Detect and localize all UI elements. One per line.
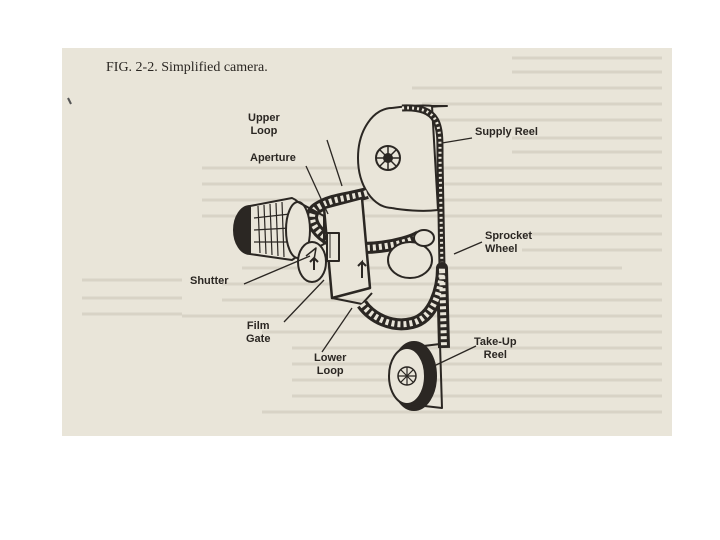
figure-title: Simplified camera. bbox=[161, 60, 268, 75]
figure-number: FIG. 2-2. bbox=[106, 60, 158, 75]
label-sprocket-wheel-line2: Wheel bbox=[485, 243, 518, 255]
label-sprocket-wheel-line1: Sprocket bbox=[485, 230, 533, 242]
bleed-through-text bbox=[82, 56, 662, 414]
label-film-gate-line1: Film bbox=[246, 320, 270, 332]
label-aperture: Aperture bbox=[250, 152, 296, 164]
label-take-up-reel: Take-Up Reel bbox=[474, 336, 517, 362]
label-take-up-reel-line2: Reel bbox=[483, 349, 507, 361]
label-upper-loop: Upper Loop bbox=[248, 112, 280, 138]
label-lower-loop-line2: Loop bbox=[316, 365, 344, 377]
figure-caption: FIG. 2-2. Simplified camera. bbox=[106, 60, 268, 76]
label-sprocket-wheel: Sprocket Wheel bbox=[485, 230, 532, 256]
shutter bbox=[297, 241, 327, 283]
label-upper-loop-line2: Loop bbox=[250, 125, 278, 137]
label-shutter: Shutter bbox=[190, 275, 229, 287]
label-lower-loop-line1: Lower bbox=[314, 352, 347, 364]
label-take-up-reel-line1: Take-Up bbox=[474, 336, 517, 348]
label-supply-reel: Supply Reel bbox=[475, 126, 538, 138]
leader-lines bbox=[243, 137, 483, 367]
film-gate bbox=[322, 196, 373, 305]
lens bbox=[233, 197, 325, 261]
label-film-gate: Film Gate bbox=[246, 320, 270, 346]
take-up-reel bbox=[388, 341, 443, 411]
label-film-gate-line2: Gate bbox=[246, 333, 271, 345]
lower-loop-film bbox=[357, 262, 450, 349]
camera-diagram bbox=[67, 56, 662, 414]
supply-reel bbox=[357, 104, 448, 212]
scanned-book-page: FIG. 2-2. Simplified camera. Upper Loop … bbox=[62, 48, 672, 436]
sprocket-wheel bbox=[387, 229, 435, 279]
label-lower-loop: Lower Loop bbox=[314, 352, 346, 378]
label-upper-loop-line1: Upper bbox=[248, 112, 280, 124]
